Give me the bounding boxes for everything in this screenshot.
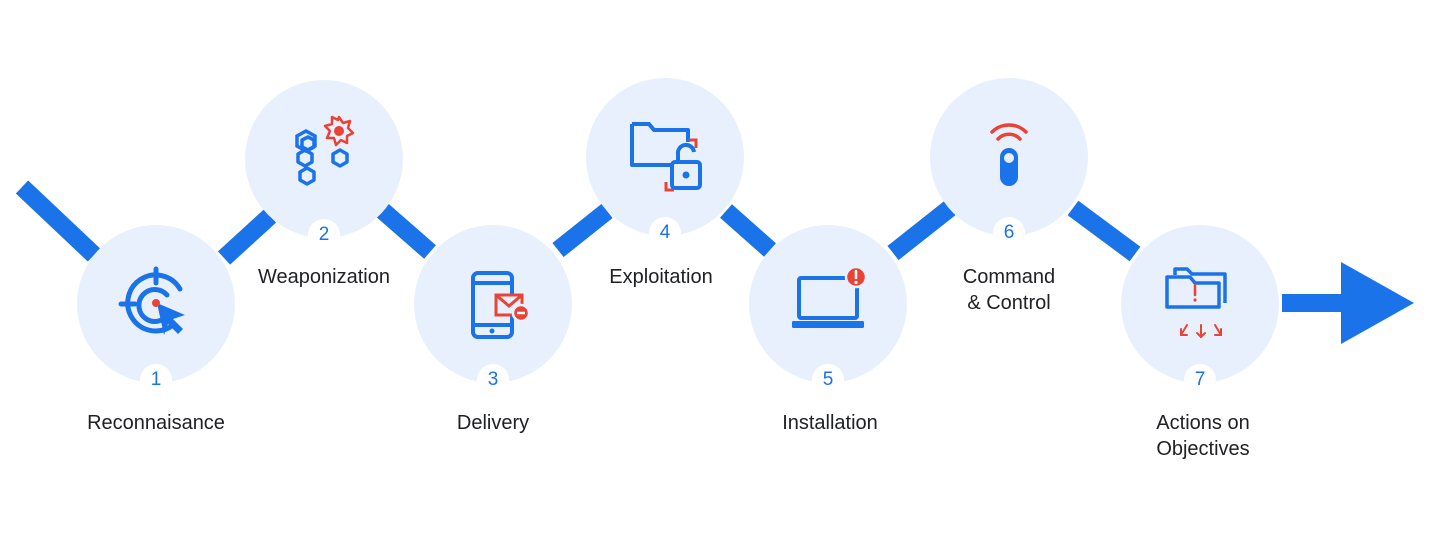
stage-6-circle: 6 [930,78,1088,249]
stage-1-number: 1 [140,364,172,396]
connector-6-7 [1067,200,1141,262]
connector-5-6 [887,200,956,261]
stage-2-number: 2 [308,219,340,251]
stage-4-label: Exploitation [609,266,713,288]
stage-7-label: Actions on Objectives [1156,412,1250,460]
stage-5-circle: 5 [749,225,907,396]
stage-6-number: 6 [993,217,1025,249]
stage-3-label: Delivery [456,412,530,434]
folders-exfiltration-icon [1165,267,1227,339]
connector-1-2 [217,209,277,265]
connector-4-5 [720,204,776,257]
phone-mail-icon [471,271,531,339]
stage-4-circle: 4 [586,78,744,249]
arrow-head [1341,262,1414,344]
stage-5-label: Installation [782,412,878,434]
stage-3-number: 3 [477,364,509,396]
stage-2-label: Weaponization [258,266,390,288]
target-cursor-icon [118,266,185,335]
stage-5-number: 5 [812,364,844,396]
folder-unlock-icon [630,122,702,192]
stage-2-circle: 2 [245,80,403,251]
stage-7-circle: 7 [1121,225,1279,396]
stage-1-circle: 1 [77,225,235,396]
connector-3-4 [552,203,613,258]
stage-4-number: 4 [649,217,681,249]
remote-signal-icon [990,123,1028,186]
hexagon-cluster-icon [295,115,355,186]
connector-start [15,180,101,262]
stage-7-number: 7 [1184,364,1216,396]
stage-1-label: Reconnaisance [87,412,225,434]
stage-6-label: Command & Control [962,266,1056,314]
stage-3-circle: 3 [414,225,572,396]
laptop-alert-icon [792,265,868,328]
connector-2-3 [376,203,436,259]
